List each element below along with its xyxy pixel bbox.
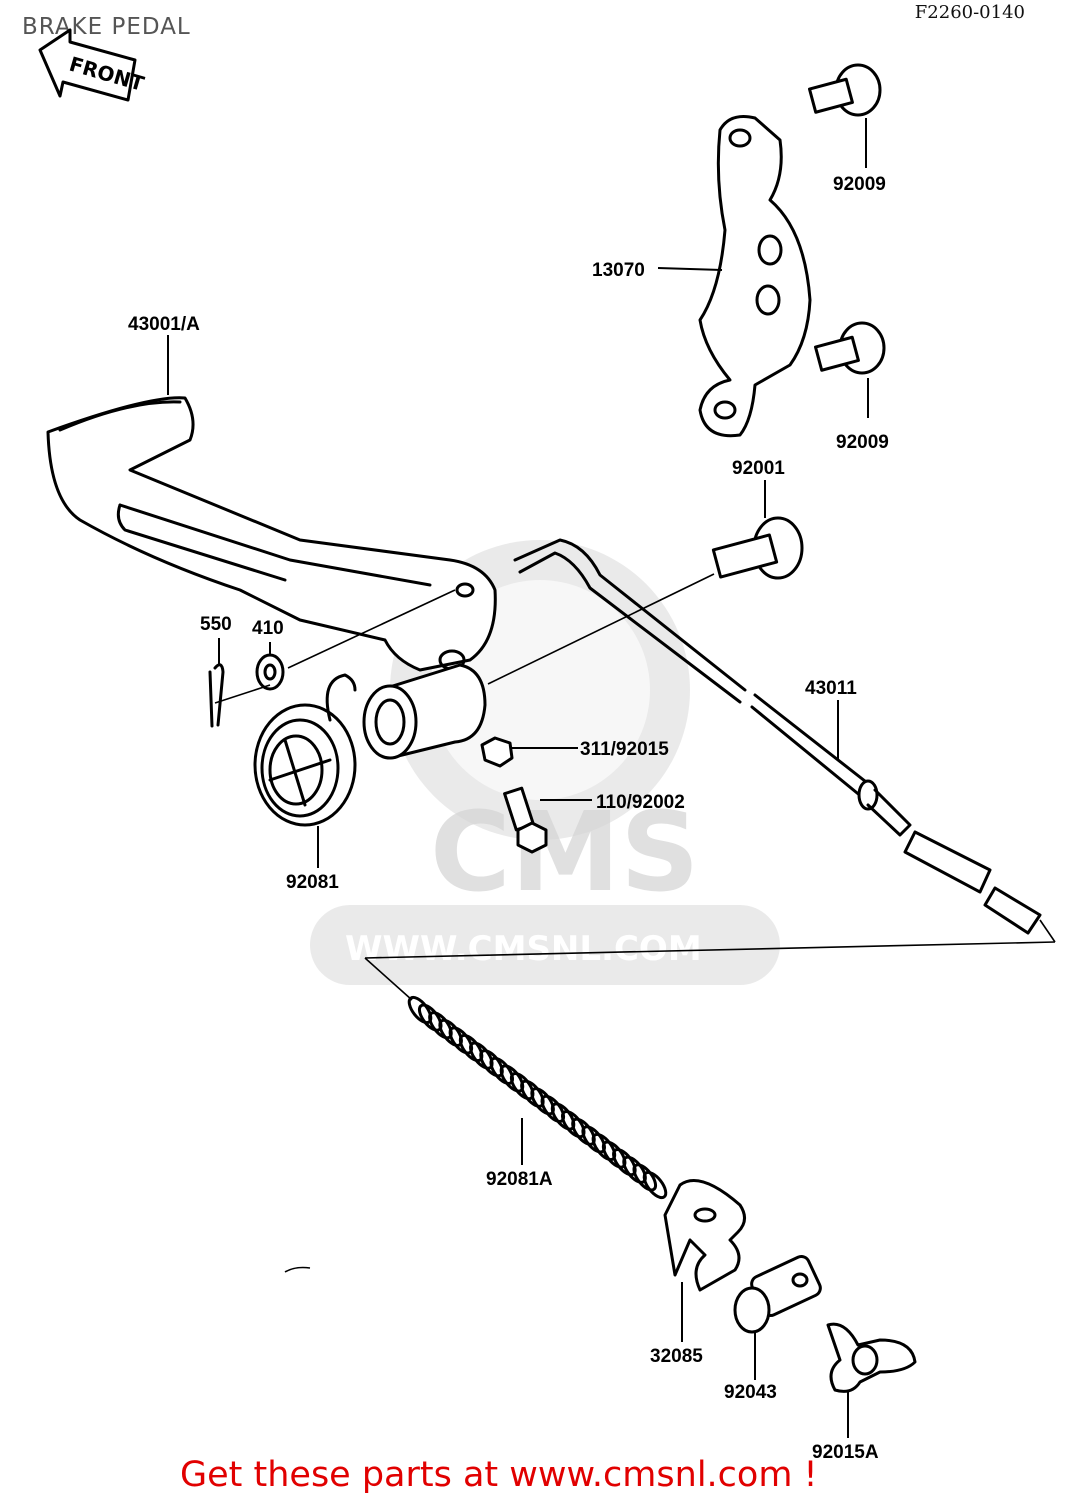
cotter-pin-550 <box>208 663 225 728</box>
part-label-92001: 92001 <box>732 458 785 479</box>
part-label-92081: 92081 <box>286 872 339 893</box>
bolt-92001 <box>711 516 804 580</box>
assembly-guide-line <box>287 589 456 669</box>
part-label-311-92015: 311/92015 <box>580 739 669 760</box>
assembly-guide-line <box>1039 919 1056 943</box>
spring-92081A <box>407 995 668 1200</box>
assembly-guide-line <box>214 684 271 704</box>
spring-92081 <box>253 673 357 827</box>
part-label-92081A: 92081A <box>486 1169 553 1190</box>
watermark-brand: CMS <box>430 788 699 916</box>
leader-13070 <box>657 267 723 271</box>
bolt-110-92002 <box>503 786 548 854</box>
part-label-110-92002: 110/92002 <box>596 792 685 813</box>
clevis-32085 <box>663 1179 746 1292</box>
diagram-code: F2260-0140 <box>914 2 1025 23</box>
part-label-92009-bottom: 92009 <box>836 432 889 453</box>
bolt-92009-top <box>808 63 882 117</box>
part-label-13070: 13070 <box>592 260 645 281</box>
wing-nut-92015A <box>826 1322 917 1393</box>
part-label-92009-top: 92009 <box>833 174 886 195</box>
watermark-url: WWW.CMSNL.COM <box>345 929 702 969</box>
assembly-guide-line <box>364 941 1056 959</box>
washer-410 <box>255 653 285 691</box>
diagram-title: BRAKE PEDAL <box>22 14 191 40</box>
part-label-43011: 43011 <box>805 678 857 699</box>
bolt-92009-bottom <box>814 321 886 375</box>
footer-cta: Get these parts at www.cmsnl.com ! <box>180 1455 818 1495</box>
pin-92043 <box>733 1254 822 1334</box>
part-label-92043: 92043 <box>724 1382 777 1403</box>
front-arrow-icon: FRONT <box>38 28 147 102</box>
part-label-92015A: 92015A <box>812 1442 879 1463</box>
stray-mark <box>284 1266 311 1273</box>
assembly-guide-line <box>487 573 715 685</box>
brake-pedal-43001A <box>46 396 497 760</box>
part-label-410: 410 <box>252 618 284 639</box>
part-label-43001A: 43001/A <box>128 314 200 335</box>
assembly-guide-line <box>364 957 413 1001</box>
brake-rod-43011 <box>513 538 1042 935</box>
part-label-32085: 32085 <box>650 1346 703 1367</box>
part-label-550: 550 <box>200 614 232 635</box>
nut-311-92015 <box>480 736 514 768</box>
bracket-plate-13070 <box>698 115 812 438</box>
spring-coil <box>642 1170 668 1200</box>
